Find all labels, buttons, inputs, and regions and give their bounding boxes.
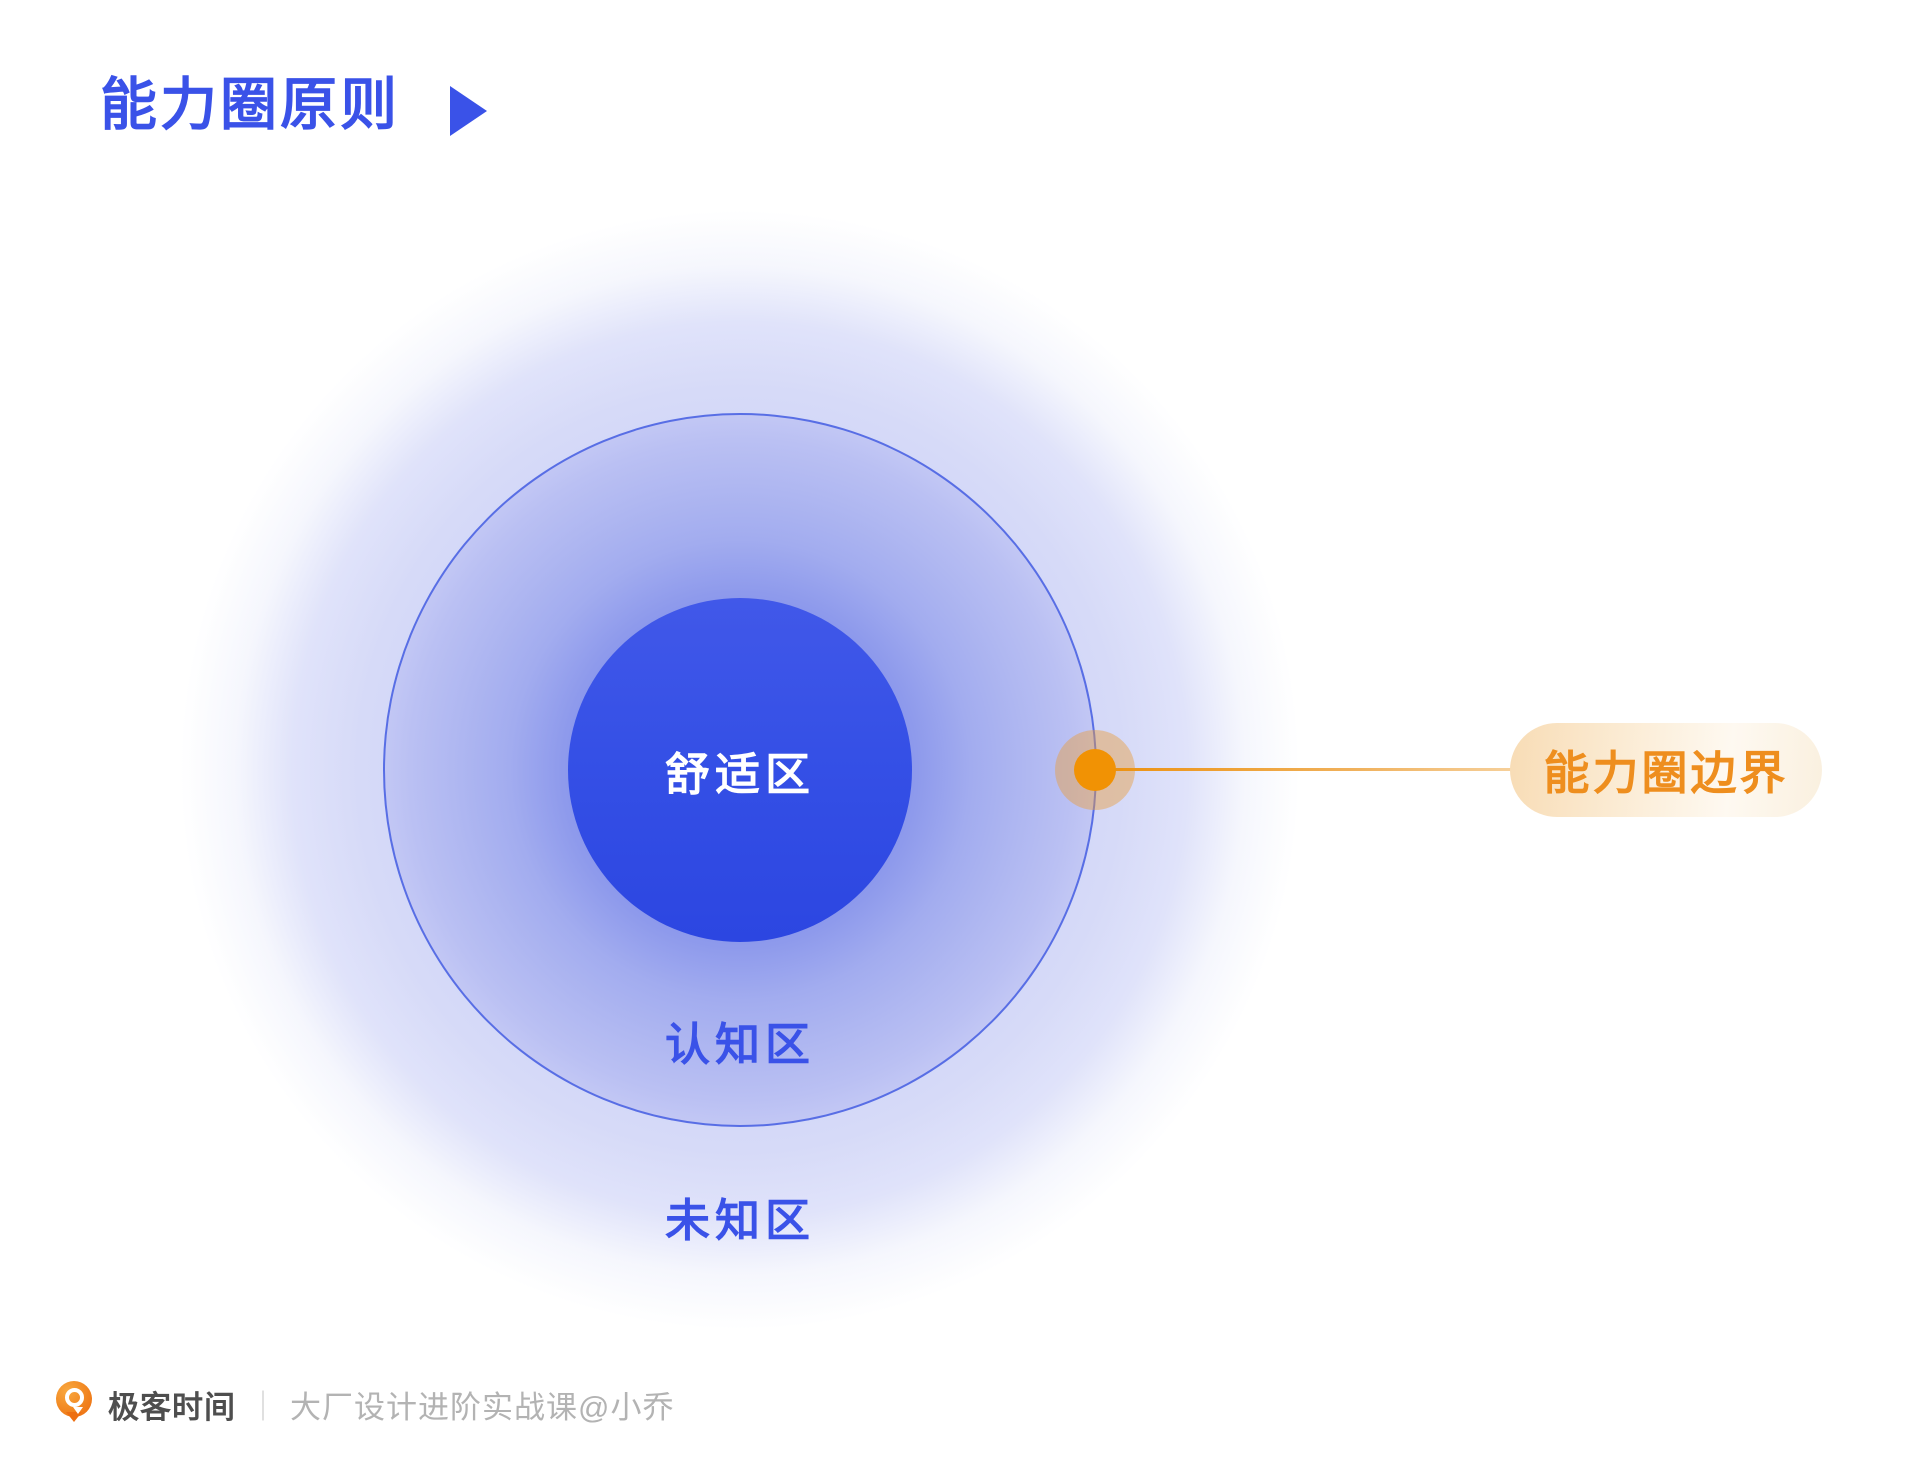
comfort-zone-label: 舒适区 (664, 748, 815, 800)
inner-circle-comfort-zone: 舒适区 (568, 598, 912, 942)
footer-tagline: 大厂设计进阶实战课@小乔 (290, 1389, 675, 1425)
boundary-label: 能力圈边界 (1543, 747, 1789, 799)
play-triangle-icon (450, 86, 487, 137)
boundary-label-pill: 能力圈边界 (1510, 723, 1822, 817)
cognition-zone-label: 认知区 (664, 1019, 816, 1070)
logo-ring-shape (65, 1388, 84, 1414)
brand-name: 极客时间 (108, 1389, 236, 1425)
footer: 极客时间 ｜ 大厂设计进阶实战课@小乔 (56, 1381, 674, 1427)
title-row: 能力圈原则 (100, 74, 487, 137)
connector-line (1112, 768, 1514, 771)
footer-separator: ｜ (248, 1391, 278, 1424)
unknown-zone-label: 未知区 (664, 1195, 816, 1246)
page-title: 能力圈原则 (100, 73, 400, 137)
geektime-logo-icon (56, 1381, 92, 1427)
boundary-dot (1074, 749, 1116, 791)
